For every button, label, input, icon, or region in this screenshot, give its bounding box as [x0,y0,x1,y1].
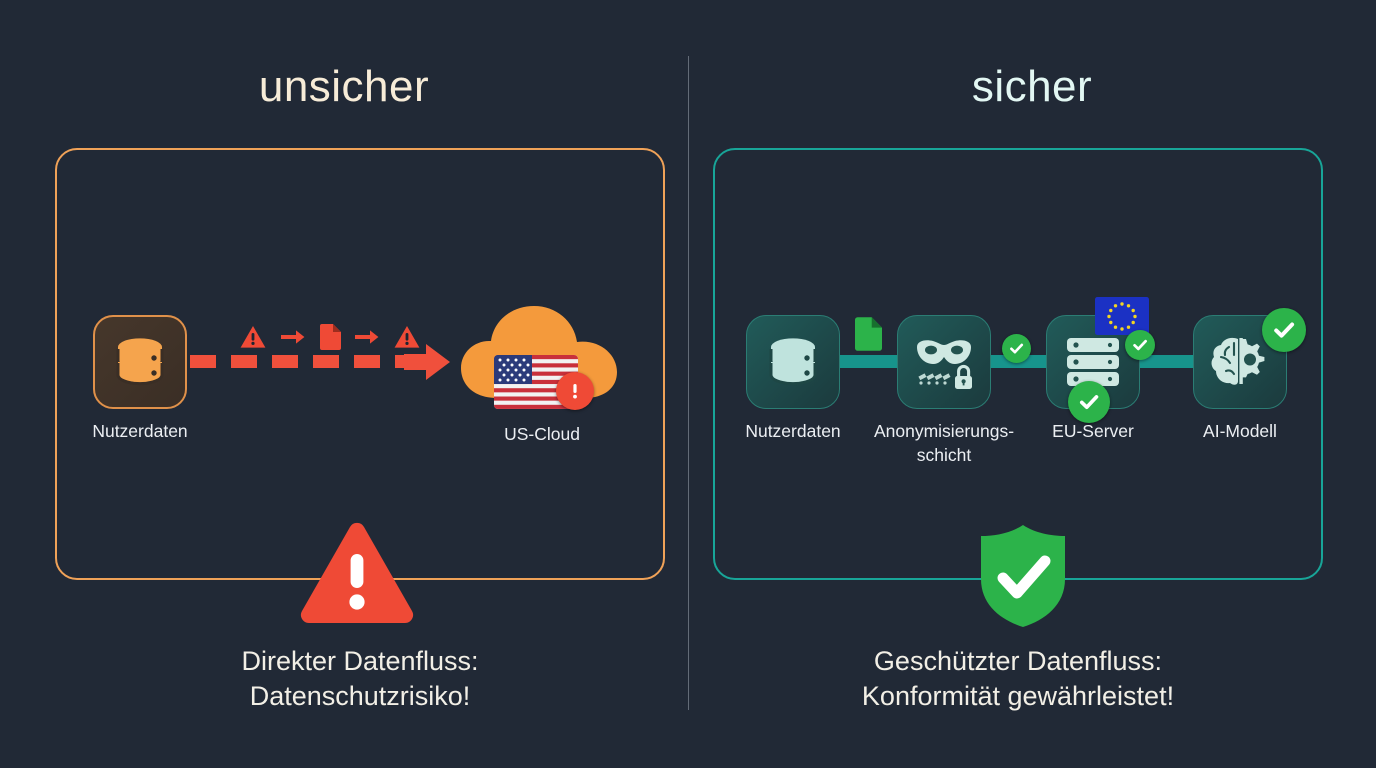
arrow-right-icon [280,330,305,344]
node-user-data-safe[interactable]: Nutzerdaten [703,315,883,465]
node-label: Nutzerdaten [92,421,188,441]
node-anonymization-layer[interactable]: Anonymisierungs- schicht [854,315,1034,475]
left-panel-title: unsicher [258,62,430,111]
node-label: Nutzerdaten [745,421,841,441]
shield-check-icon [981,525,1065,627]
eu-flag-icon [1095,297,1149,335]
document-green-icon [855,317,882,351]
flow-arrowhead-icon [404,344,450,380]
right-caption: Geschützter Datenfluss: Konformität gewä… [861,646,1175,711]
mask-lock-icon [917,340,972,389]
node-label: EU-Server [1052,421,1134,441]
anonymization-tile [897,315,991,409]
node-eu-server[interactable]: EU-Server [1003,297,1183,465]
server-rack-icon [1067,338,1119,386]
left-caption: Direkter Datenfluss: Datenschutzrisiko! [241,646,479,711]
warning-icon [394,326,420,348]
alert-exclamation-icon [556,372,594,410]
brain-gear-icon [1211,337,1265,385]
document-icon [319,324,341,350]
node-label: Anonymisierungs- schicht [873,421,1015,465]
warning-triangle-icon [300,522,414,624]
panel-divider [688,56,689,710]
node-user-data-unsafe[interactable]: Nutzerdaten [50,315,230,455]
user-data-tile-unsafe [93,315,187,409]
check-icon [1002,334,1031,363]
check-icon [1262,308,1306,352]
node-label: US-Cloud [504,424,580,444]
warning-icon [240,326,266,348]
unsafe-flow-markers [240,322,420,352]
arrow-right-icon [355,330,379,344]
user-data-tile-safe [746,315,840,409]
database-icon [769,338,817,386]
right-panel-title: sicher [971,62,1093,111]
node-us-cloud[interactable]: US-Cloud [452,298,632,458]
unsafe-flow-line [190,355,420,368]
node-ai-model[interactable]: AI-Modell [1150,308,1330,465]
check-icon [1125,330,1155,360]
check-icon [1068,381,1110,423]
database-icon [116,338,164,386]
node-label: AI-Modell [1203,421,1277,441]
